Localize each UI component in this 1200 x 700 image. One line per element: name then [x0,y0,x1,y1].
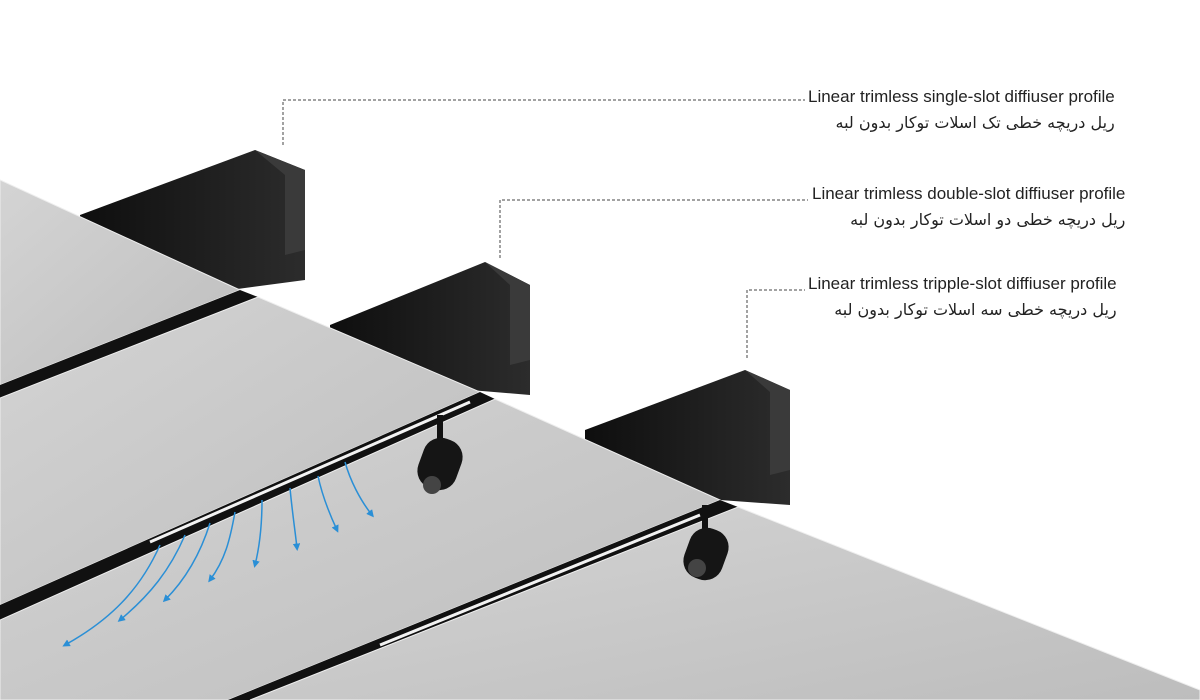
spotlight-icon [417,415,463,494]
linear-light [379,513,701,647]
label-fa: ریل دریچه خطی دو اسلات توکار بدون لبه [850,210,1126,229]
label-fa: ریل دریچه خطی سه اسلات توکار بدون لبه [834,300,1117,319]
airflow-arrows [62,461,374,647]
slot-strip-2 [0,392,495,620]
label-en: Linear trimless tripple-slot diffiuser p… [808,274,1117,293]
leader-lines [282,99,808,358]
label-en: Linear trimless single-slot diffiuser pr… [808,87,1115,106]
label-single-slot: Linear trimless single-slot diffiuser pr… [808,86,1115,134]
label-fa: ریل دریچه خطی تک اسلات توکار بدون لبه [835,113,1115,132]
label-en: Linear trimless double-slot diffiuser pr… [812,184,1126,203]
spotlight-icon [683,505,729,581]
slot-strip-1 [0,290,258,398]
label-triple-slot: Linear trimless tripple-slot diffiuser p… [808,273,1117,321]
diffuser-slot-light [149,400,471,544]
ceiling-panel-4 [249,506,1200,700]
label-double-slot: Linear trimless double-slot diffiuser pr… [812,183,1125,231]
profile-double-slot [330,262,530,395]
